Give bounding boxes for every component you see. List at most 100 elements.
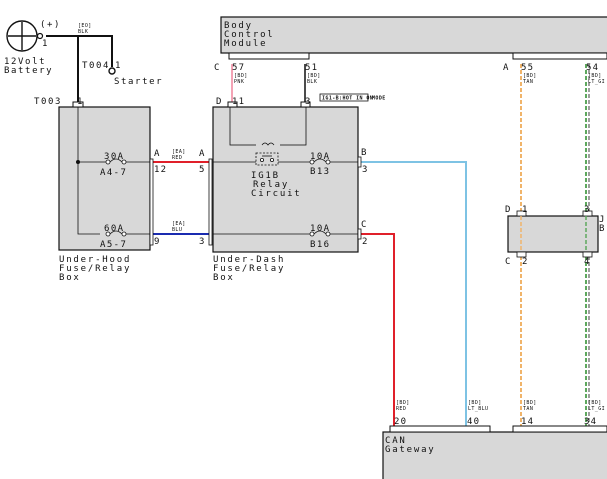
can-pin-40: 40 [467,417,480,427]
starter: T004 1 Starter [82,61,162,87]
under-hood-fuse-box: T003 1 30A A4-7 60A A5-7 A 12 9 Under-Ho… [34,97,167,283]
battery: (+) 1 12Volt Battery [EO] BLK [4,20,91,76]
battery-wire [46,35,113,67]
red-wire-ea-color: RED [172,155,182,161]
bcm-pin-51: 51 [305,63,318,73]
blu-wire-ea-code: [EA] [172,221,186,227]
can-name-line2: Gateway [385,445,436,455]
under-hood-name-line1: Under-Hood [59,255,131,265]
under-dash-left-connector [208,158,213,246]
under-hood-name-line2: Fuse/Relay [59,264,131,274]
blk-wire-color: BLK [307,79,317,85]
under-dash-conn-d: D [216,97,223,107]
can-gateway-box [382,431,607,479]
under-dash-conn-c-bar [357,228,362,240]
bcm-conn-c: C [214,63,221,73]
relay-label-line2: Relay [253,180,289,190]
can-name-line1: CAN [385,436,407,446]
fuse-b16-id: B16 [310,240,330,250]
red-wire-bd-code: [BD] [396,400,410,406]
red-wire-bd-color: RED [396,406,406,412]
red-wire-ea-code: [EA] [172,149,186,155]
bcm-conn-a: A [503,63,510,73]
junction-conn-d: D [505,205,512,215]
fuse-b13-id: B13 [310,167,330,177]
blk-wire-code: [BD] [307,73,321,79]
bcm-connector-a [512,52,607,60]
tan-wire-top-code: [BD] [523,73,537,79]
can-connector-left [389,425,491,433]
under-dash-pin-5: 5 [199,165,206,175]
under-dash-conn-b: B [361,148,368,158]
starter-pin: 1 [115,61,122,71]
battery-terminal [36,32,44,40]
junction-box [507,215,599,253]
mode-label: IG1-B:HOT IN ON [322,96,373,102]
lt-grn-wire-bottom-code: [BD] [588,400,602,406]
bcm-name-line3: Module [224,39,267,49]
junction-conn-c: C [505,257,512,267]
lt-grn-wire-top-code: [BD] [588,73,602,79]
under-hood-conn-a: A [154,149,161,159]
under-hood-pin-1: 1 [77,97,84,107]
bcm-name-line1: Body [224,21,253,31]
lt-blu-wire [361,161,467,427]
bcm-connector-c [228,52,310,60]
fuse-a4-7-rating: 30A [104,152,124,162]
battery-pin: 1 [42,39,49,49]
lt-blu-wire-code: [BD] [468,400,482,406]
can-pin-20: 20 [394,417,407,427]
under-dash-name-line2: Fuse/Relay [213,264,285,274]
fuse-b16-rating: 10A [310,224,330,234]
blu-wire-ea-color: BLU [172,227,182,233]
under-hood-connector-bar [149,158,154,246]
under-dash-conn-c: C [361,220,368,230]
tan-wire-bottom-color: TAN [523,406,533,412]
body-control-module: Body Control Module C 57 51 A 55 54 [214,16,607,73]
relay-label-line1: IG1B [251,171,280,181]
mode-label-box [319,93,369,102]
relay-contact-icon [259,157,264,162]
under-hood-junction [76,160,80,164]
under-hood-pin-12: 12 [154,165,167,175]
under-dash-pin-3-left: 3 [199,237,206,247]
starter-terminal [108,67,116,75]
bcm-pin-54: 54 [586,63,599,73]
red-wire-bd [361,233,395,427]
pnk-wire-code: [BD] [234,73,248,79]
under-hood-pin-9: 9 [154,237,161,247]
lt-grn-wire-top-color: LT_GI [588,79,605,85]
fuse-a5-7-id: A5-7 [100,240,127,250]
under-hood-connector: T003 [34,97,62,107]
under-dash-name-line1: Under-Dash [213,255,285,265]
junction-pin-3: 3 [584,205,591,215]
fuse-a4-7-id: A4-7 [100,168,127,178]
lt-blu-wire-color: LT_BLU [468,406,488,412]
fuse-b13-rating: 10A [310,152,330,162]
under-dash-conn-b-bar [357,156,362,168]
junction-pin-1: 1 [522,205,529,215]
under-dash-name-line3: Box [213,273,235,283]
junction-pin-2: 2 [522,257,529,267]
relay-coil-icon [261,142,275,146]
under-hood-bus [77,107,100,235]
pnk-wire-color: PNK [234,79,244,85]
battery-label-line2: Battery [4,66,53,76]
fuse-a5-7-rating: 60A [104,224,124,234]
battery-wire-color: BLK [78,29,88,35]
tan-wire-bottom-code: [BD] [523,400,537,406]
bcm-box [220,16,607,54]
under-dash-fuse-box: D 11 3 IG1B Relay Circuit 10A B13 10A B1… [199,97,369,283]
under-hood-box [58,106,151,251]
battery-plus: (+) [40,20,61,30]
junction-connector: D 1 3 J B C 2 4 [505,205,606,267]
under-hood-name-line3: Box [59,273,81,283]
junction-conn-b: B [599,224,606,234]
tan-wire-top-color: TAN [523,79,533,85]
junction-pin-4: 4 [584,257,591,267]
can-pin-14: 14 [521,417,534,427]
can-gateway: CAN Gateway 20 40 14 34 [382,417,607,479]
relay-label-line3: Circuit [251,189,302,199]
under-dash-pin-3-right: 3 [362,165,369,175]
